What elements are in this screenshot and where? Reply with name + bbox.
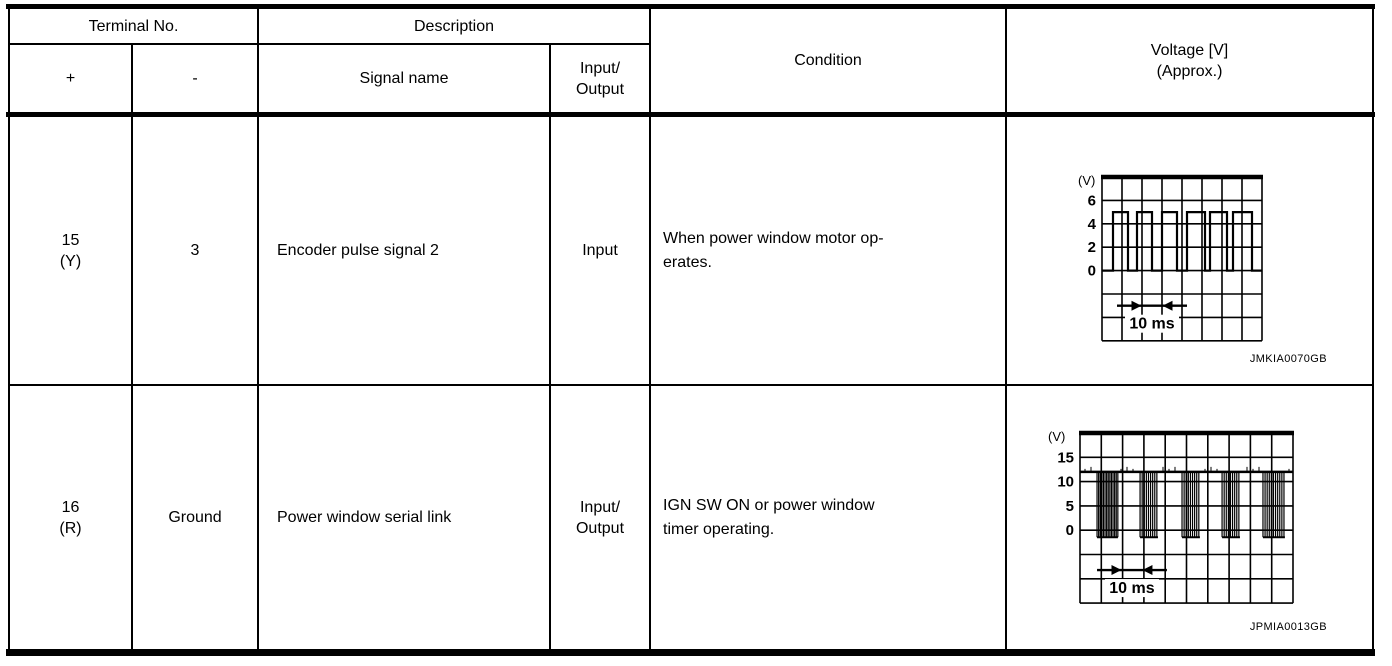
svg-text:10: 10 [1057,474,1074,491]
svg-text:0: 0 [1066,522,1074,539]
col-divider-plus-minus [131,43,133,650]
oscilloscope-waveform-serial-link: (V) 15 10 5 0 10 ms [1048,429,1294,604]
header-minus: - [133,45,257,112]
figure-caption: JPMIA0013GB [1249,621,1327,633]
header-voltage: Voltage [V] (Approx.) [1007,9,1372,112]
svg-text:5: 5 [1066,498,1074,515]
svg-text:6: 6 [1088,192,1096,209]
svg-text:0: 0 [1088,263,1096,280]
header-input-output-label: Input/ Output [575,59,625,98]
figure-caption: JMKIA0070GB [1249,353,1327,365]
row2-terminal-plus-value: 16 (R) [59,498,82,537]
header-plus-label: + [65,70,76,87]
row2-signal-name: Power window serial link [259,386,549,649]
oscilloscope-waveform-encoder-pulse: (V) 6 4 2 0 10 ms [1078,173,1263,342]
row2-terminal-minus-value: Ground [168,509,222,526]
header-plus: + [10,45,131,112]
row1-input-output-value: Input [582,242,618,259]
svg-text:(V): (V) [1048,429,1065,444]
svg-text:15: 15 [1057,449,1074,466]
header-signal-name: Signal name [259,45,549,112]
row2-voltage-figure: (V) 15 10 5 0 10 ms JPMIA0013GB [1042,425,1327,633]
svg-text:10 ms: 10 ms [1109,580,1154,597]
row2-input-output: Input/ Output [551,386,649,649]
row1-voltage-figure: (V) 6 4 2 0 10 ms JMKIA0070GB [1064,169,1327,365]
svg-text:4: 4 [1088,216,1097,233]
header-description: Description [259,9,649,43]
row2-terminal-plus: 16 (R) [10,386,131,649]
header-voltage-label: Voltage [V] (Approx.) [1150,41,1229,80]
col-divider-description-condition [649,4,651,650]
header-description-label: Description [413,17,495,35]
table-top-rule [6,4,1375,9]
col-divider-condition-voltage [1005,4,1007,650]
svg-text:10 ms: 10 ms [1129,316,1174,333]
header-terminal-no-label: Terminal No. [88,17,179,35]
table-bottom-rule [6,649,1375,656]
row2-condition: IGN SW ON or power window timer operatin… [651,386,1005,649]
row2-condition-value: IGN SW ON or power window timer operatin… [663,496,875,538]
svg-text:(V): (V) [1078,173,1095,188]
row-separator-rule [8,384,1373,386]
svg-text:2: 2 [1088,239,1096,256]
row1-signal-name-value: Encoder pulse signal 2 [277,242,439,259]
row2-input-output-value: Input/ Output [575,498,625,537]
header-bottom-rule [6,112,1375,117]
row1-input-output: Input [551,117,649,384]
header-sub-rule [8,43,650,45]
header-minus-label: - [192,70,198,87]
row1-condition: When power window motor op- erates. [651,117,1005,384]
table-right-border [1372,4,1374,650]
header-terminal-no: Terminal No. [10,9,257,43]
row1-terminal-minus-value: 3 [190,242,200,259]
row2-terminal-minus: Ground [133,386,257,649]
row1-condition-value: When power window motor op- erates. [663,229,884,271]
header-signal-name-label: Signal name [359,70,449,87]
table-left-border [8,4,10,654]
col-divider-signal-io [549,43,551,650]
row1-signal-name: Encoder pulse signal 2 [259,117,549,384]
header-input-output: Input/ Output [551,45,649,112]
col-divider-terminal-description [257,4,259,650]
row2-signal-name-value: Power window serial link [277,509,452,526]
row1-terminal-plus-value: 15 (Y) [59,231,82,270]
header-condition-label: Condition [794,52,862,69]
row1-terminal-plus: 15 (Y) [10,117,131,384]
header-condition: Condition [651,9,1005,112]
row1-terminal-minus: 3 [133,117,257,384]
